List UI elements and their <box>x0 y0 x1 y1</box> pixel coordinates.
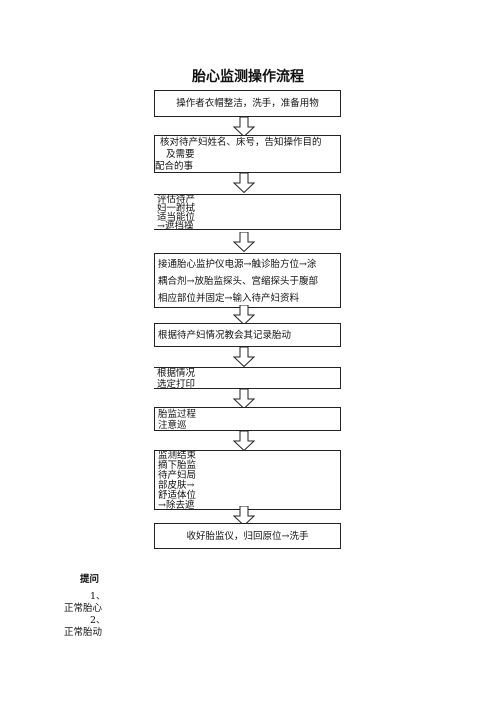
step-8-line-2: 摘下胎监 <box>158 460 197 471</box>
step-8-line-5: 舒适体位 <box>158 490 197 501</box>
down-arrow-icon <box>233 117 255 137</box>
step-3-line-1: 评估待产 <box>157 194 196 205</box>
question-2-text: 正常胎动 <box>64 627 103 638</box>
step-4-box: 接通胎心监护仪电源→触诊胎方位→涂 耦合剂→放胎监探头、宫缩探头于腹部 相应部位… <box>154 253 341 308</box>
step-2-line-1: 核对待产妇姓名、床号，告知操作目的 <box>160 137 322 148</box>
step-4-line-1: 接通胎心监护仪电源→触诊胎方位→涂 <box>158 259 317 270</box>
down-arrow-icon <box>233 232 255 252</box>
step-9-text: 收好胎监仪，归回原位→洗手 <box>186 531 309 542</box>
step-1-text: 操作者衣帽整洁，洗手，准备用物 <box>176 98 319 109</box>
step-3-line-3: 适当能位 <box>157 212 196 223</box>
step-5-box: 根据待产妇情况教会其记录胎动 <box>154 323 341 347</box>
step-8-line-6: →除去遮 <box>158 500 195 510</box>
step-6-line-1: 根据情况 <box>157 368 196 379</box>
questions-heading: 提问 <box>80 574 100 585</box>
step-7-line-2: 注意巡 <box>158 420 187 431</box>
step-2-line-3: 配合的事 <box>155 161 194 172</box>
step-5-text: 根据待产妇情况教会其记录胎动 <box>158 330 292 341</box>
questions-section: 提问 1、 正常胎心 2、 正常胎动 <box>64 574 106 639</box>
step-6-line-2: 选定打印 <box>157 379 196 389</box>
step-4-line-3: 相应部位并固定→输入待产妇资料 <box>158 293 299 304</box>
step-2-box: 核对待产妇姓名、床号，告知操作目的 及需要 配合的事 <box>154 135 341 172</box>
step-8-line-1: 监测结束 <box>158 450 197 461</box>
step-8-line-4: 部皮肤→ <box>158 480 195 491</box>
down-arrow-icon <box>233 305 255 325</box>
step-4-line-2: 耦合剂→放胎监探头、宫缩探头于腹部 <box>158 276 318 287</box>
question-1-number: 1、 <box>90 591 106 602</box>
question-2-number: 2、 <box>90 615 106 626</box>
step-3-line-2: 妇一跗拭 <box>157 203 196 214</box>
question-1-text: 正常胎心 <box>64 603 103 614</box>
page-title: 胎心监测操作流程 <box>192 69 304 85</box>
step-6-box: 根据情况 选定打印 <box>154 367 341 389</box>
step-3-box: 评估待产 妇一跗拭 适当能位 →遮挡操 <box>154 194 341 230</box>
down-arrow-icon <box>233 389 255 409</box>
step-1-box: 操作者衣帽整洁，洗手，准备用物 <box>154 90 341 117</box>
down-arrow-icon <box>233 173 255 193</box>
step-9-box: 收好胎监仪，归回原位→洗手 <box>154 523 341 549</box>
step-7-box: 胎监过程 注意巡 <box>154 407 341 431</box>
step-8-box: 监测结束 摘下胎监 待产妇局 部皮肤→ 舒适体位 →除去遮 <box>154 450 341 510</box>
down-arrow-icon <box>233 431 255 451</box>
step-8-line-3: 待产妇局 <box>158 470 197 481</box>
step-3-line-4: →遮挡操 <box>157 221 194 230</box>
down-arrow-icon <box>233 506 255 526</box>
down-arrow-icon <box>233 347 255 367</box>
step-7-line-1: 胎监过程 <box>158 409 197 420</box>
step-2-line-2: 及需要 <box>160 149 195 160</box>
